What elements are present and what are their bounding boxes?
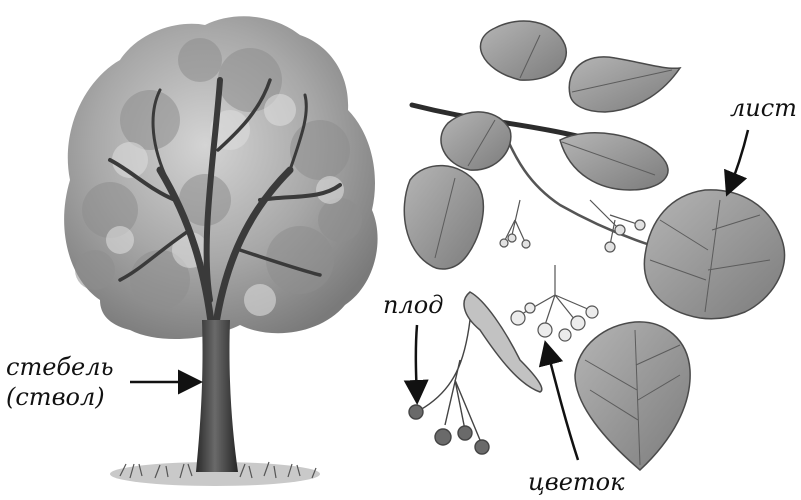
fruit-labelled	[409, 405, 423, 419]
tree-illustration	[64, 16, 377, 486]
label-fruit: плод	[383, 293, 443, 317]
tree-trunk	[196, 320, 238, 472]
leaf-top-right	[569, 57, 680, 112]
leaf-middle-center	[560, 133, 668, 190]
label-flower: цветок	[528, 470, 624, 494]
arrow-fruit	[416, 325, 417, 400]
fruit-cluster	[409, 320, 489, 454]
arrow-leaf	[728, 130, 748, 192]
label-stem-line2: (ствол)	[6, 385, 105, 409]
leaf-left	[404, 166, 483, 269]
arrow-flower	[546, 345, 578, 460]
branch-illustration	[404, 21, 784, 470]
leaf-bottom	[575, 322, 690, 470]
flower-cluster-upper	[500, 200, 645, 252]
leaves	[404, 21, 784, 470]
leaf-large-right	[644, 190, 784, 319]
label-stem-line1: стебель	[6, 355, 114, 379]
label-leaf: лист	[730, 96, 797, 120]
leaf-upper-left	[441, 112, 511, 170]
flower-cluster-lower	[511, 265, 598, 341]
